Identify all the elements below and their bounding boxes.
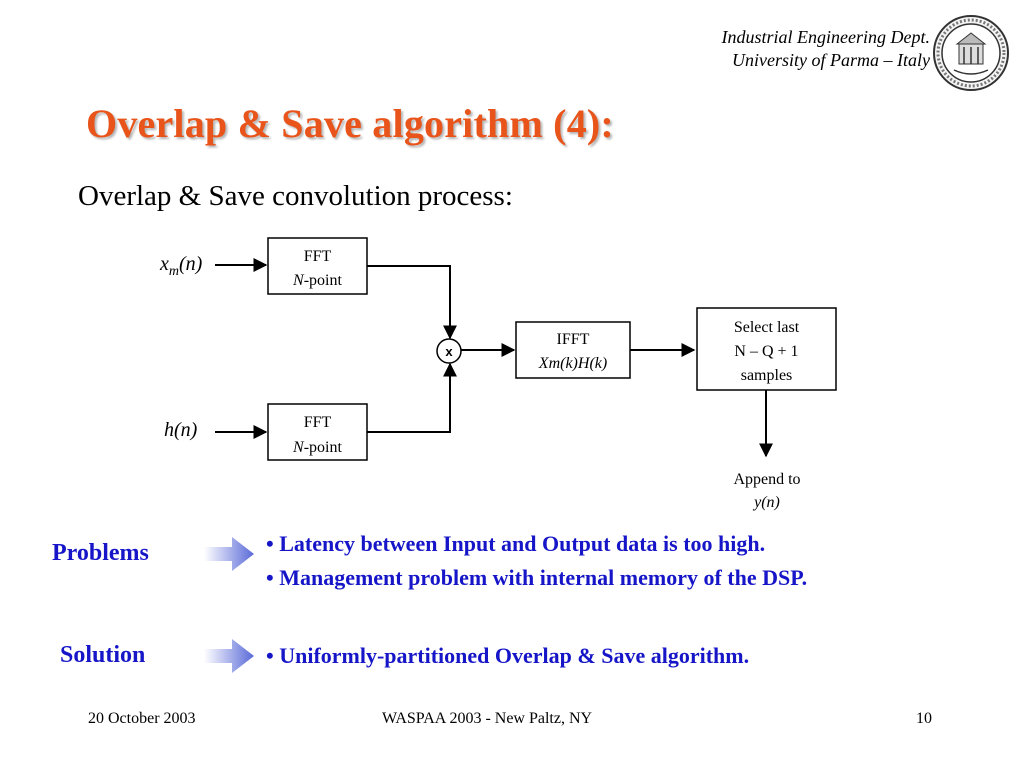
input-signal-h-label: h(n) [164, 419, 198, 441]
ifft-block: IFFT Xm(k)H(k) [515, 321, 631, 379]
solution-item: • Uniformly-partitioned Overlap & Save a… [266, 643, 750, 668]
output-label-line-1: Append to [733, 471, 800, 488]
fft-bottom-size: N-point [292, 439, 342, 456]
department-header: Industrial Engineering Dept. University … [722, 26, 930, 72]
solution-label: Solution [60, 642, 146, 668]
fft-bottom-label: FFT [304, 414, 332, 431]
fft-top-label: FFT [304, 248, 332, 265]
right-arrow-icon [204, 639, 254, 673]
department-name: Industrial Engineering Dept. [721, 27, 930, 47]
multiplier-node: x [436, 338, 462, 364]
problems-list: • Latency between Input and Output data … [266, 527, 807, 595]
fft-block-top: FFT N-point [267, 237, 368, 295]
problem-item: • Latency between Input and Output data … [266, 531, 766, 556]
select-line-2: N – Q + 1 [734, 343, 798, 360]
multiplier-symbol: x [445, 344, 453, 359]
problem-item: • Management problem with internal memor… [266, 565, 808, 590]
solution-list: • Uniformly-partitioned Overlap & Save a… [266, 639, 749, 673]
arrow-fft-top-to-multiplier [367, 265, 457, 340]
output-label-line-2: y(n) [752, 494, 780, 511]
footer-page-number: 10 [916, 710, 932, 727]
select-line-1: Select last [734, 319, 800, 336]
university-seal-icon [933, 15, 1009, 91]
right-arrow-icon [204, 537, 254, 571]
ifft-label: IFFT [557, 331, 590, 348]
footer-conference: WASPAA 2003 - New Paltz, NY [382, 710, 593, 727]
problems-label: Problems [52, 540, 149, 566]
university-name: University of Parma – Italy [732, 50, 930, 70]
fft-top-size: N-point [292, 272, 342, 289]
select-line-3: samples [741, 367, 793, 384]
ifft-product: Xm(k)H(k) [538, 355, 607, 372]
select-samples-block: Select last N – Q + 1 samples [696, 307, 837, 391]
slide-subtitle: Overlap & Save convolution process: [78, 180, 513, 212]
slide-title: Overlap & Save algorithm (4): [86, 101, 614, 146]
footer-date: 20 October 2003 [88, 710, 196, 727]
fft-block-bottom: FFT N-point [267, 403, 368, 461]
input-signal-x-label: xm(n) [159, 253, 203, 279]
arrow-fft-bottom-to-multiplier [367, 362, 457, 433]
